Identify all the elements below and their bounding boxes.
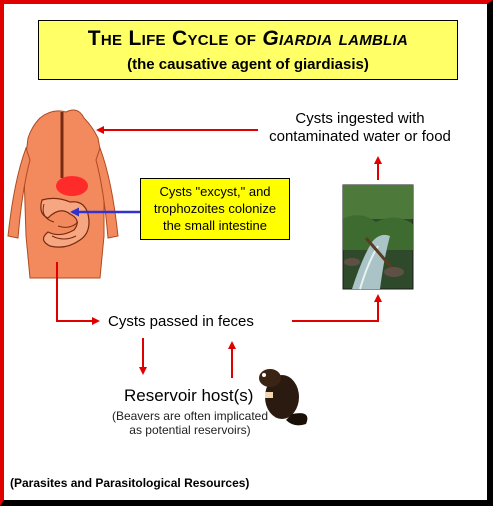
source-credit: (Parasites and Parasitological Resources… (10, 476, 250, 490)
stomach-shape (56, 176, 88, 196)
page-title: The Life Cycle of Giardia lamblia (39, 27, 457, 51)
arrow-feces-to-water (292, 294, 382, 322)
stream-photo (342, 184, 414, 290)
beaver-illustration (259, 369, 308, 426)
human-body-illustration (7, 109, 119, 279)
step-excyst-box: Cysts "excyst," and trophozoites coloniz… (140, 178, 290, 240)
step-excyst-line-2: trophozoites colonize (153, 201, 277, 216)
step-ingestion-line-1: Cysts ingested with (295, 110, 425, 127)
arrow-body-to-feces (56, 262, 100, 325)
step-reservoir: Reservoir host(s) (124, 386, 254, 405)
step-excyst-line-3: the small intestine (162, 218, 268, 233)
reservoir-note-line-1: (Beavers are often implicated (111, 409, 269, 423)
title-prefix: The Life Cycle of (87, 27, 263, 50)
step-feces: Cysts passed in feces (108, 313, 254, 330)
step-ingestion-line-2: contaminated water or food (269, 128, 451, 145)
step-reservoir-note: (Beavers are often implicated as potenti… (96, 409, 284, 437)
title-organism: Giardia lamblia (262, 27, 409, 50)
reservoir-note-line-2: as potential reservoirs) (129, 423, 251, 437)
title-box: The Life Cycle of Giardia lamblia (the c… (38, 20, 458, 80)
step-excyst-line-1: Cysts "excyst," and (159, 184, 271, 199)
step-ingestion: Cysts ingested with contaminated water o… (250, 110, 470, 146)
page-subtitle: (the causative agent of giardiasis) (127, 56, 369, 73)
